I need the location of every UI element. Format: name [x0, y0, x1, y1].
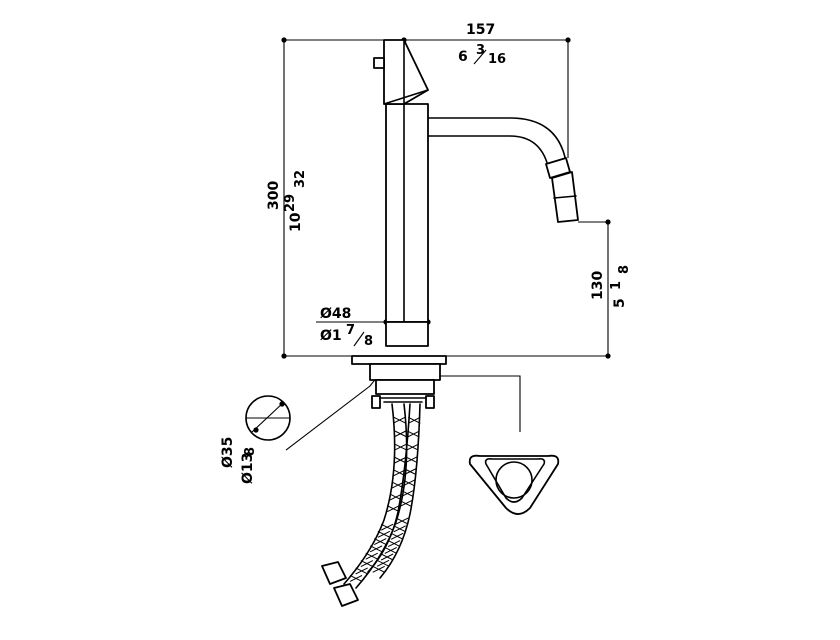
flange-section-detail	[468, 454, 560, 515]
hose-braid-mark	[403, 468, 417, 476]
mounting-assembly	[351, 355, 447, 409]
height-mm-label: 300	[266, 181, 282, 210]
width-inch-num: 3	[476, 43, 485, 58]
dimension-labels: 157 6 3 16 300 10 29 32 130 5 1 8 Ø48 Ø1…	[220, 22, 632, 484]
hose-braid-mark	[405, 456, 418, 464]
hose-braid-mark	[380, 553, 394, 561]
spout-height-mm-label: 130	[590, 271, 606, 300]
hose-braid-mark	[377, 530, 391, 538]
hose-braid-mark	[394, 443, 407, 451]
hose-braid-mark	[373, 538, 387, 546]
hose-braid-mark	[399, 500, 412, 508]
base-dia-inch-den: 8	[364, 334, 373, 349]
hole-dia-inch-den: 8	[243, 447, 258, 456]
height-inch-num: 29	[283, 194, 298, 212]
dimension-lines	[281, 37, 611, 451]
hole-dia-mm-label: Ø35	[220, 437, 236, 468]
faucet-body	[373, 39, 429, 347]
hose-braid-mark	[390, 532, 404, 540]
hose-braid-mark	[393, 469, 406, 477]
hose-braid-mark	[393, 416, 406, 424]
hose-braid-mark	[360, 560, 374, 568]
hose-braid-mark	[380, 523, 394, 531]
hose-braid-mark	[365, 552, 378, 560]
hole-detail	[245, 395, 291, 441]
base-dia-inch-whole: Ø1	[320, 328, 342, 344]
hose-braid-mark	[401, 490, 414, 497]
hose-braid-mark	[407, 430, 420, 438]
hose-braid-mark	[406, 443, 419, 451]
hose-braid-mark	[389, 493, 403, 501]
hose-braid-mark	[395, 517, 409, 525]
spout-height-inch-whole: 5	[612, 298, 628, 308]
hose-braid-mark	[391, 481, 405, 489]
flex-hoses	[321, 403, 421, 607]
height-inch-den: 32	[293, 170, 308, 188]
hose-braid-mark	[372, 565, 385, 573]
hole-dia-inch-whole: Ø13	[240, 453, 256, 484]
hose-braid-mark	[355, 567, 368, 575]
hose-braid-mark	[376, 559, 390, 567]
hose-braid-mark	[394, 430, 407, 438]
hose-braid-mark	[408, 416, 421, 424]
hose-braid-mark	[349, 575, 363, 582]
faucet-spout	[427, 117, 579, 223]
hose-braid-mark	[387, 540, 401, 547]
width-inch-den: 16	[488, 52, 506, 67]
hose-braid-mark	[387, 505, 400, 513]
width-mm-label: 157	[466, 22, 495, 38]
hose-braid-mark	[369, 545, 383, 553]
hose-braid-mark	[402, 479, 416, 487]
hose-braid-mark	[384, 546, 398, 554]
height-inch-whole: 10	[288, 212, 304, 232]
hose-braid-mark	[393, 525, 406, 533]
spout-height-inch-num: 1	[609, 281, 624, 290]
hose-braid-mark	[394, 456, 407, 464]
spout-height-inch-den: 8	[617, 265, 632, 274]
base-dia-inch-num: 7	[346, 323, 355, 338]
width-inch-whole: 6	[458, 49, 468, 65]
base-dia-mm-label: Ø48	[320, 306, 351, 322]
